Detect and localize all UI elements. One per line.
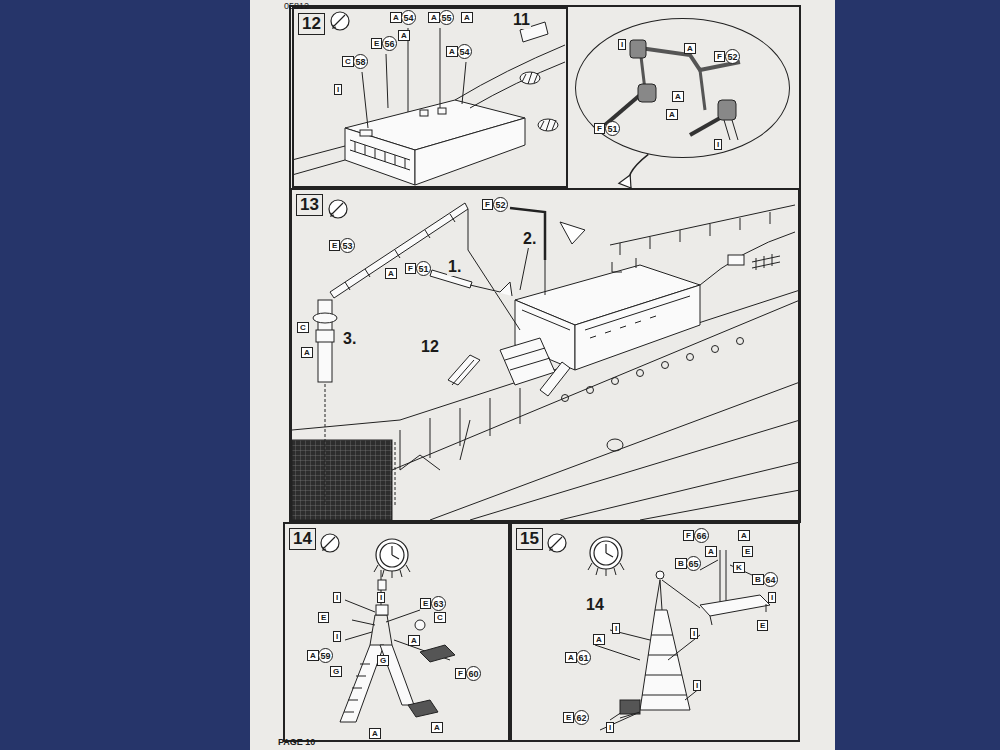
part-group-flag: E: [563, 712, 574, 723]
ship-hull-drawing: [292, 205, 800, 520]
part-group-flag: A: [593, 634, 605, 645]
part-group-flag: A: [684, 43, 696, 54]
sheet-code: 05812: [284, 1, 309, 11]
detail-circle: IAF52AF51AI: [575, 18, 790, 158]
part-number: 51: [605, 121, 620, 136]
part-number: 60: [466, 666, 481, 681]
pointer-arrow: [619, 154, 648, 188]
step-number: 12: [298, 13, 325, 35]
bridge-house-drawing: [292, 22, 565, 185]
part-group-flag: A: [390, 12, 402, 23]
part-group-flag: F: [594, 123, 605, 134]
part-group-flag: E: [420, 598, 431, 609]
step-number: 13: [296, 194, 323, 216]
part-number: 52: [493, 197, 508, 212]
part-group-flag: C: [434, 612, 446, 623]
part-number: 61: [576, 650, 591, 665]
part-number: 52: [725, 49, 740, 64]
part-group-flag: I: [606, 722, 614, 733]
part-group-flag: F: [455, 668, 466, 679]
part-group-flag: A: [369, 728, 381, 739]
part-number: 63: [431, 596, 446, 611]
part-group-flag: A: [431, 722, 443, 733]
part-group-flag: I: [714, 139, 722, 150]
gun-mount-drawing: [605, 40, 740, 140]
part-group-flag: I: [768, 592, 776, 603]
part-number: 66: [694, 528, 709, 543]
part-group-flag: I: [334, 84, 342, 95]
callout-number: 3.: [342, 330, 357, 348]
step-panel: 13: [290, 188, 800, 522]
part-group-flag: I: [693, 680, 701, 691]
part-group-flag: B: [675, 558, 687, 569]
step-panel: 15: [510, 522, 800, 742]
part-group-flag: A: [461, 12, 473, 23]
part-number: 54: [457, 44, 472, 59]
mast-drawing: [340, 570, 455, 722]
clock-icon: [374, 537, 624, 578]
part-group-flag: I: [377, 592, 385, 603]
part-group-flag: I: [618, 39, 626, 50]
part-number: 53: [340, 238, 355, 253]
part-number: 65: [686, 556, 701, 571]
callout-number: 12: [420, 338, 440, 356]
part-group-flag: E: [742, 546, 753, 557]
page-number: PAGE 10: [278, 737, 315, 747]
step-number: 15: [516, 528, 543, 550]
part-number: 56: [382, 36, 397, 51]
part-group-flag: B: [752, 574, 764, 585]
part-number: 58: [353, 54, 368, 69]
part-group-flag: A: [428, 12, 440, 23]
part-group-flag: F: [405, 263, 416, 274]
part-group-flag: F: [482, 199, 493, 210]
part-group-flag: A: [705, 546, 717, 557]
step-number: 14: [289, 528, 316, 550]
part-number: 55: [439, 10, 454, 25]
callout-number: 1.: [447, 258, 462, 276]
part-group-flag: C: [297, 322, 309, 333]
part-number: 62: [574, 710, 589, 725]
part-group-flag: E: [318, 612, 329, 623]
part-group-flag: F: [714, 51, 725, 62]
callout-number: 14: [585, 596, 605, 614]
part-number: 59: [318, 648, 333, 663]
part-number: 64: [763, 572, 778, 587]
part-group-flag: A: [666, 109, 678, 120]
part-number: 51: [416, 261, 431, 276]
part-group-flag: F: [683, 530, 694, 541]
part-group-flag: A: [565, 652, 577, 663]
part-group-flag: A: [672, 91, 684, 102]
callout-number: 2.: [522, 230, 537, 248]
part-group-flag: K: [733, 562, 745, 573]
part-group-flag: C: [342, 56, 354, 67]
mast-tower-drawing: [595, 550, 770, 730]
part-group-flag: A: [301, 347, 313, 358]
part-group-flag: G: [330, 666, 342, 677]
part-number: 54: [401, 10, 416, 25]
part-group-flag: A: [307, 650, 319, 661]
outer-frame: [290, 6, 800, 522]
step-panel: 14: [283, 522, 510, 742]
part-group-flag: I: [612, 623, 620, 634]
part-group-flag: A: [385, 268, 397, 279]
crane-drawing: [313, 203, 585, 505]
part-group-flag: A: [738, 530, 750, 541]
part-group-flag: G: [377, 655, 389, 666]
part-group-flag: I: [333, 592, 341, 603]
part-group-flag: I: [690, 628, 698, 639]
part-group-flag: A: [398, 30, 410, 41]
part-group-flag: E: [329, 240, 340, 251]
part-group-flag: E: [757, 620, 768, 631]
part-group-flag: A: [446, 46, 458, 57]
part-group-flag: A: [408, 635, 420, 646]
part-group-flag: E: [371, 38, 382, 49]
step-panel: 12: [292, 7, 568, 188]
callout-number: 11: [512, 11, 531, 29]
part-group-flag: I: [333, 631, 341, 642]
